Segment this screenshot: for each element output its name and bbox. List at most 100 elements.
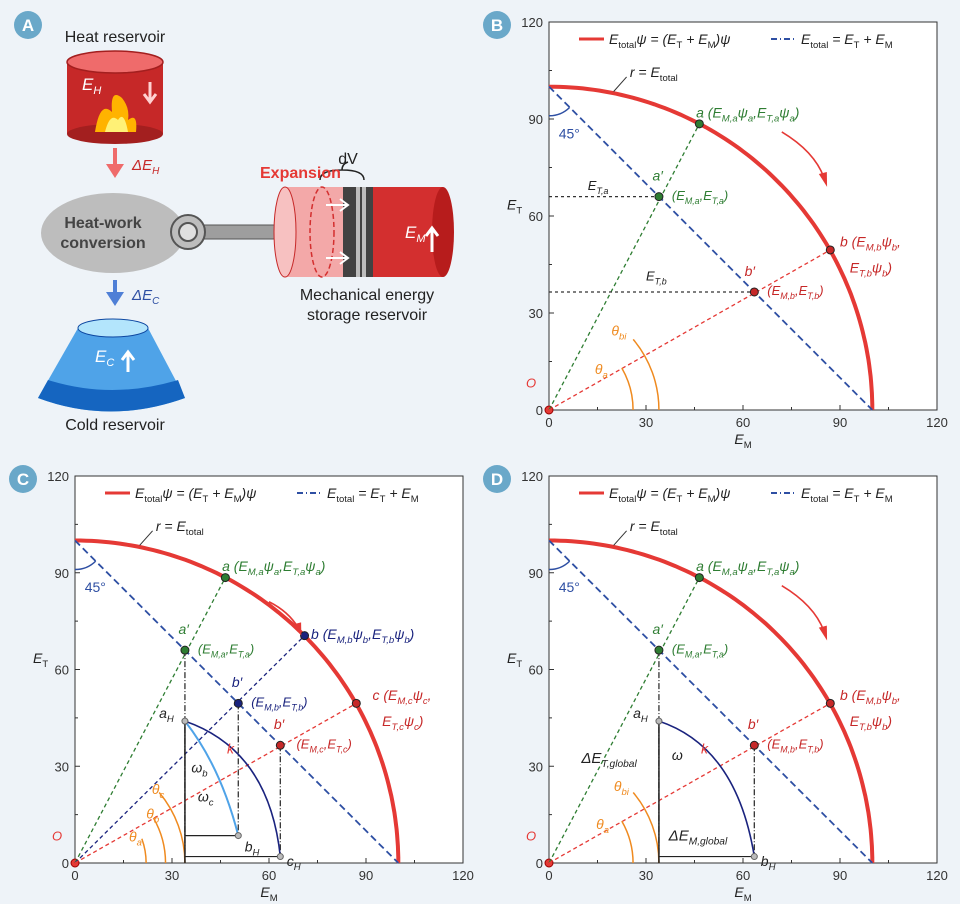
dv-label: dV bbox=[338, 151, 358, 168]
label-a-prime: a′ bbox=[652, 167, 664, 183]
conversion-label-1: Heat-work bbox=[64, 215, 141, 232]
total-energy-arc bbox=[549, 538, 875, 863]
label-b-prime: b′ bbox=[748, 716, 760, 732]
label-dE-T-global: ΔET,global bbox=[580, 750, 637, 770]
label-a-prime-coord: (EM,a,ET,a) bbox=[672, 188, 728, 206]
panel-a-badge-label: A bbox=[22, 16, 34, 35]
point-b bbox=[825, 245, 835, 255]
theta-c-label: θc bbox=[152, 781, 165, 801]
x-tick-label: 60 bbox=[736, 415, 750, 430]
theta-a-label: θa bbox=[129, 828, 142, 848]
point-a' bbox=[654, 192, 664, 202]
label-a-H: aH bbox=[159, 705, 174, 725]
panel-badge-label: C bbox=[17, 470, 29, 489]
label-b-H: bH bbox=[245, 839, 260, 859]
x-tick-label: 0 bbox=[71, 868, 78, 883]
y-tick-label: 30 bbox=[55, 759, 69, 774]
label-k: k bbox=[701, 740, 709, 756]
label-ET-a: ET,a bbox=[588, 178, 609, 196]
origin-label: O bbox=[526, 375, 536, 390]
plot-area bbox=[548, 21, 938, 411]
plot-area bbox=[548, 475, 938, 864]
arrow-dEH-head bbox=[106, 164, 124, 178]
ray-a bbox=[548, 123, 700, 411]
up-arrow-icon bbox=[424, 225, 440, 252]
x-tick-label: 120 bbox=[452, 868, 474, 883]
theta-b-arc bbox=[632, 338, 660, 411]
point-helper bbox=[234, 832, 242, 840]
label-a-H: aH bbox=[633, 705, 648, 725]
x-axis-label: EM bbox=[260, 884, 277, 904]
x-tick-label: 120 bbox=[926, 868, 948, 883]
curve-c bbox=[184, 720, 282, 857]
point-a_H bbox=[655, 717, 663, 725]
label-a: a (EM,aψa,ET,aψa) bbox=[222, 558, 325, 578]
label-b: b (EM,bψb, bbox=[840, 234, 901, 254]
theta-bi-label: θbi bbox=[611, 323, 627, 343]
x-tick-label: 30 bbox=[639, 868, 653, 883]
theta-a-label: θa bbox=[596, 816, 609, 836]
motion-arrow-head bbox=[818, 171, 828, 187]
y-tick-label: 120 bbox=[521, 469, 543, 484]
label-a-prime: a′ bbox=[178, 621, 190, 637]
label-c: c (EM,cψc, bbox=[372, 687, 431, 707]
label-b: b (EM,bψb, bbox=[840, 687, 901, 707]
y-axis-label: ET bbox=[507, 197, 522, 217]
label-omega-b: ωb bbox=[191, 760, 207, 780]
r-label: r = Etotal bbox=[630, 518, 678, 538]
point-a' bbox=[654, 645, 664, 655]
total-energy-line bbox=[74, 539, 399, 864]
conversion-ellipse bbox=[41, 193, 185, 273]
label-b-H: bH bbox=[761, 853, 776, 873]
dv-brace bbox=[319, 161, 365, 181]
point-b' bbox=[749, 740, 759, 750]
x-tick-label: 90 bbox=[359, 868, 373, 883]
y-tick-label: 30 bbox=[529, 306, 543, 321]
panel-c-badge bbox=[9, 465, 37, 493]
label-ET-b: ET,b bbox=[646, 269, 667, 287]
x-tick-label: 90 bbox=[833, 868, 847, 883]
theta-b-label: θb bbox=[146, 806, 159, 826]
legend-blue-label: Etotal = ET + EM bbox=[801, 31, 893, 51]
label-c-prime-coord: (EM,c,ET,c) bbox=[296, 737, 351, 755]
point-blue bbox=[233, 698, 243, 708]
angle-45-arc bbox=[548, 106, 571, 117]
point-blue bbox=[300, 631, 310, 641]
cold-reservoir: EC bbox=[38, 318, 185, 412]
x-tick-label: 30 bbox=[165, 868, 179, 883]
point-helper bbox=[276, 853, 284, 861]
y-tick-label: 60 bbox=[529, 209, 543, 224]
theta-a-arc bbox=[621, 367, 634, 411]
label-omega: ω bbox=[672, 747, 683, 763]
legend-red-label: Etotalψ = (ET + EM)ψ bbox=[609, 31, 730, 51]
ray-a bbox=[548, 577, 700, 864]
y-tick-label: 30 bbox=[529, 759, 543, 774]
ray-b bbox=[548, 249, 831, 411]
panel-a: A Heat reservoir EH ΔEH Heat-work conver… bbox=[14, 11, 454, 434]
point-b_H bbox=[750, 853, 758, 861]
y-tick-label: 120 bbox=[47, 469, 69, 484]
y-tick-label: 120 bbox=[521, 15, 543, 30]
x-axis-label: EM bbox=[734, 431, 751, 451]
arrow-dEC-head bbox=[106, 292, 124, 306]
label-b-2: ET,bψb) bbox=[850, 713, 892, 733]
label-c-H: cH bbox=[287, 853, 301, 873]
theta-bi-label: θbi bbox=[614, 778, 630, 798]
label-b-prime-coord: (EM,b,ET,b) bbox=[767, 737, 823, 755]
label-k: k bbox=[227, 740, 235, 756]
label-b: b (EM,bψb,ET,bψb) bbox=[311, 626, 414, 646]
label-b-prime-coord: (EM,b,ET,b) bbox=[767, 283, 823, 301]
cold-reservoir-label: Cold reservoir bbox=[65, 417, 165, 434]
r-label: r = Etotal bbox=[156, 518, 204, 538]
motion-arrow bbox=[781, 584, 825, 632]
curve-b bbox=[184, 720, 240, 836]
angle-45-label: 45° bbox=[559, 579, 580, 595]
angle-45-label: 45° bbox=[559, 125, 580, 141]
r-label-leader bbox=[613, 530, 627, 546]
total-energy-arc bbox=[549, 84, 875, 410]
ray-b bbox=[74, 635, 306, 864]
angle-45-arc bbox=[74, 560, 97, 571]
flame-icon bbox=[95, 95, 137, 132]
expansion-label: Expansion bbox=[260, 165, 341, 182]
